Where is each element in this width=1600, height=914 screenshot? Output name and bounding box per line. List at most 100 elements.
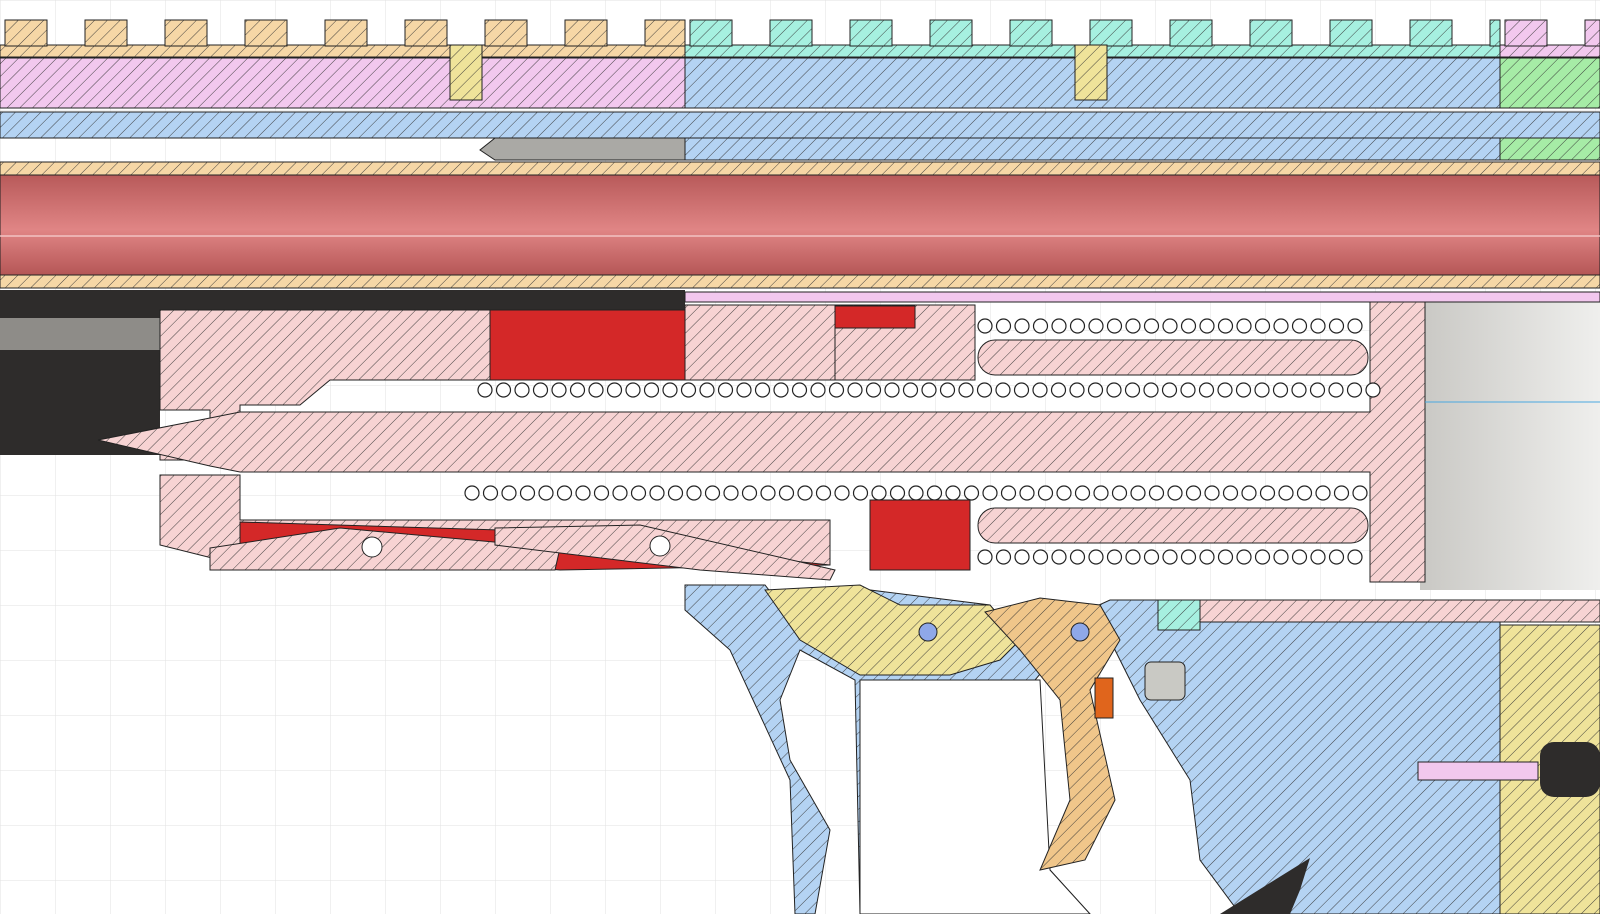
spring-coil <box>1347 318 1363 334</box>
gray-insert <box>0 318 160 350</box>
spring-coil <box>1236 549 1252 565</box>
spring-coil <box>1273 318 1289 334</box>
spring-coil <box>736 382 752 398</box>
spring-coil <box>630 485 647 501</box>
spring-coil <box>1051 318 1067 334</box>
spring-coil <box>1259 485 1276 501</box>
spring-coil <box>810 382 826 398</box>
bolt-carrier[interactable] <box>159 304 976 461</box>
spring-coil <box>852 485 869 501</box>
spring-coil <box>464 485 480 501</box>
spring-coil <box>538 485 554 501</box>
spring-coil <box>1148 485 1165 501</box>
spring-coil <box>1056 485 1072 501</box>
spring-coil <box>1347 549 1363 565</box>
spring-coil <box>1014 549 1030 565</box>
spring-coil <box>1328 549 1345 565</box>
spring-coil <box>667 485 684 501</box>
spring-coil <box>1241 485 1257 501</box>
spring-coil <box>717 382 734 398</box>
trigger-spring <box>1144 661 1186 701</box>
spring-coil <box>1310 549 1326 565</box>
buttstock-plate[interactable] <box>1417 624 1600 914</box>
spring-coil <box>1088 549 1104 565</box>
spring-coil <box>1106 382 1122 398</box>
spring-coil <box>612 485 628 501</box>
spring-coil <box>519 485 536 501</box>
spring-coil <box>680 382 697 398</box>
spring-coil <box>1180 382 1196 398</box>
spring-coil <box>1254 318 1271 334</box>
spring-coil <box>902 382 919 398</box>
hammer[interactable] <box>764 584 1021 676</box>
spring-coil <box>1273 549 1289 565</box>
spring-coil <box>773 382 789 398</box>
spring-coil <box>1069 318 1086 334</box>
spring-coil <box>1180 549 1197 565</box>
spring-coil <box>1352 485 1368 501</box>
pivot-pin-icon <box>361 536 383 558</box>
spring-coil <box>1032 549 1049 565</box>
spring-coil <box>1111 485 1128 501</box>
spring-coil <box>847 382 863 398</box>
receiver-liner <box>684 291 1600 303</box>
spring-coil <box>1296 485 1313 501</box>
spring-coil <box>1087 382 1104 398</box>
spring-coil <box>643 382 660 398</box>
rail-screw-right[interactable] <box>1074 44 1108 101</box>
spring-coil <box>1161 382 1178 398</box>
sear-lever[interactable] <box>209 527 561 571</box>
spring-coil <box>945 485 961 501</box>
spring-coil <box>889 485 906 501</box>
spring-coil <box>908 485 924 501</box>
spring-coil <box>593 485 610 501</box>
spring-coil <box>501 485 517 501</box>
spring-coil <box>1217 382 1233 398</box>
spring-coil <box>995 549 1012 565</box>
spring-coil <box>754 382 771 398</box>
spring-coil <box>477 382 493 398</box>
spring-coil <box>532 382 549 398</box>
spring-coil <box>791 382 808 398</box>
rail-screw-left[interactable] <box>449 44 483 101</box>
trigger-pin-icon <box>1070 622 1090 642</box>
spring-coil <box>1167 485 1183 501</box>
spring-coil <box>995 382 1011 398</box>
spring-coil <box>1328 382 1344 398</box>
spring-coil <box>1291 318 1308 334</box>
spring-coil <box>625 382 641 398</box>
spring-coil <box>828 382 845 398</box>
spring-coil <box>1074 485 1091 501</box>
takedown-pin[interactable] <box>1157 599 1600 631</box>
spring-coil <box>921 382 937 398</box>
spring-coil <box>1236 318 1252 334</box>
spring-coil <box>1019 485 1035 501</box>
spring-coil <box>1365 382 1381 398</box>
spring-coil <box>495 382 512 398</box>
spring-coil <box>976 382 993 398</box>
spring-coil <box>551 382 567 398</box>
spring-coil <box>995 318 1012 334</box>
firing-pin[interactable] <box>97 301 1426 583</box>
barrel[interactable] <box>0 161 1600 289</box>
spring-coil <box>1272 382 1289 398</box>
spring-guides[interactable] <box>977 339 1369 544</box>
spring-coil <box>1125 318 1141 334</box>
spring-coil <box>977 549 993 565</box>
spring-coil <box>834 485 850 501</box>
top-rail[interactable] <box>0 19 1600 58</box>
disconnector[interactable] <box>494 524 836 581</box>
spring-coil <box>977 318 993 334</box>
spring-coil <box>662 382 678 398</box>
spring-coil <box>1069 549 1086 565</box>
spring-coil <box>1088 318 1104 334</box>
spring-coil <box>1143 382 1159 398</box>
spring-coil <box>575 485 591 501</box>
spring-coil <box>1254 549 1271 565</box>
trigger[interactable] <box>984 597 1121 871</box>
hammer-pin-icon <box>918 622 938 642</box>
spring-coil <box>1346 382 1363 398</box>
spring-coil <box>1217 318 1234 334</box>
